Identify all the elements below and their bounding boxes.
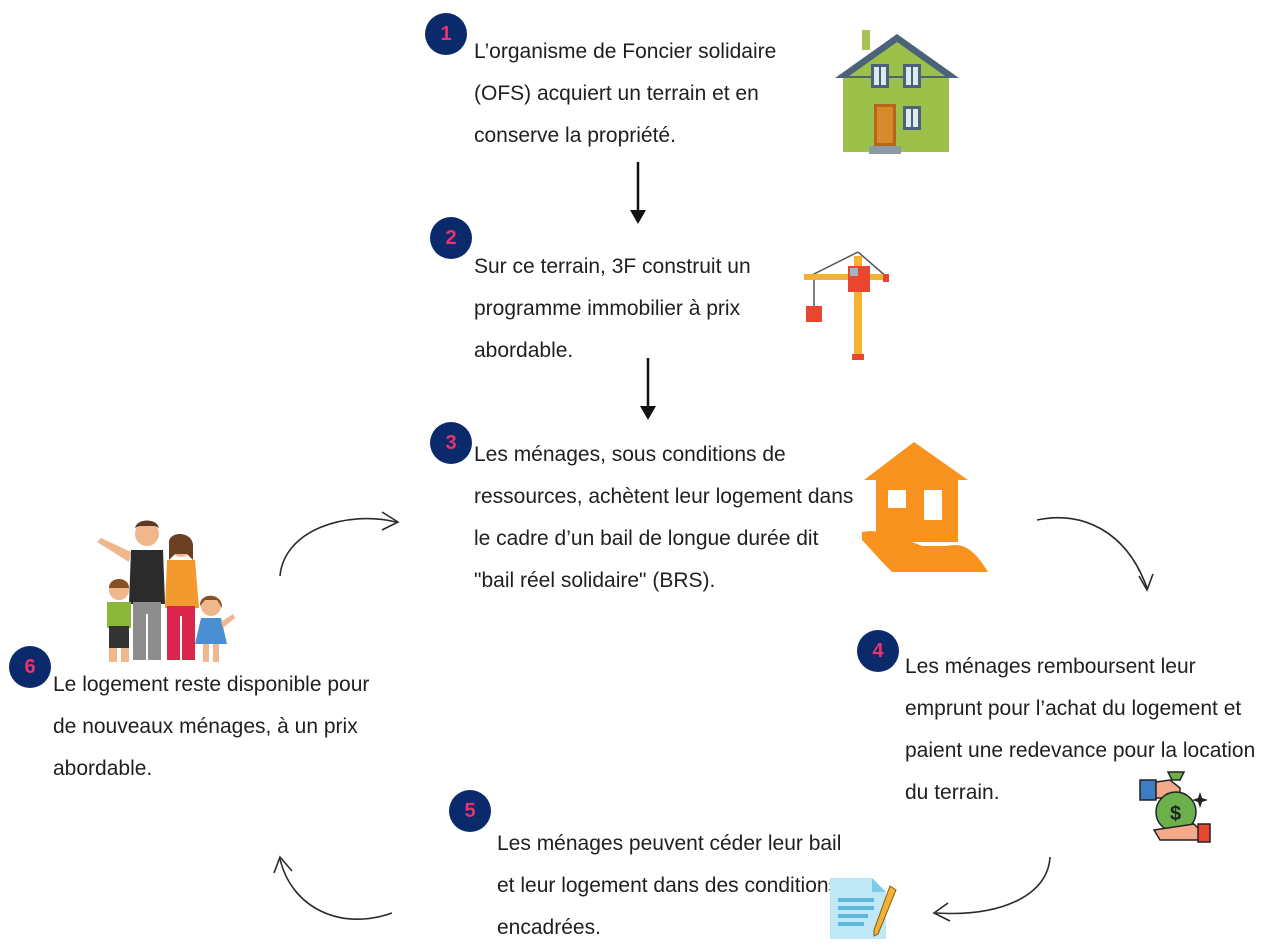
house-in-hand-icon [862, 442, 988, 579]
family-icon [95, 518, 235, 669]
curved-arrow-icon [1035, 512, 1165, 602]
arrow-down-icon [628, 162, 648, 231]
arrow-down-icon [638, 358, 658, 427]
step-5-badge: 5 [449, 790, 491, 832]
money-bag-hand-icon: $ [1139, 771, 1212, 849]
step-3-badge: 3 [430, 422, 472, 464]
step-5-text: Les ménages peuvent céder leur bail et l… [497, 832, 842, 939]
step-2-text: Sur ce terrain, 3F construit un programm… [474, 255, 751, 362]
step-4-badge: 4 [857, 630, 899, 672]
curved-arrow-icon [276, 508, 401, 588]
step-6-badge: 6 [9, 646, 51, 688]
step-4-text: Les ménages remboursent leur emprunt pou… [905, 655, 1256, 804]
document-pen-icon [828, 876, 898, 944]
step-3-text: Les ménages, sous conditions de ressourc… [474, 443, 854, 592]
curved-arrow-icon [930, 855, 1055, 930]
house-icon [835, 30, 959, 163]
svg-text:$: $ [1170, 803, 1181, 825]
curved-arrow-icon [272, 853, 397, 933]
step-1-text: L’organisme de Foncier solidaire (OFS) a… [474, 40, 777, 147]
step-1-badge: 1 [425, 13, 467, 55]
step-6-text: Le logement reste disponible pour de nou… [53, 673, 370, 780]
crane-icon [802, 250, 892, 365]
step-2-badge: 2 [430, 217, 472, 259]
